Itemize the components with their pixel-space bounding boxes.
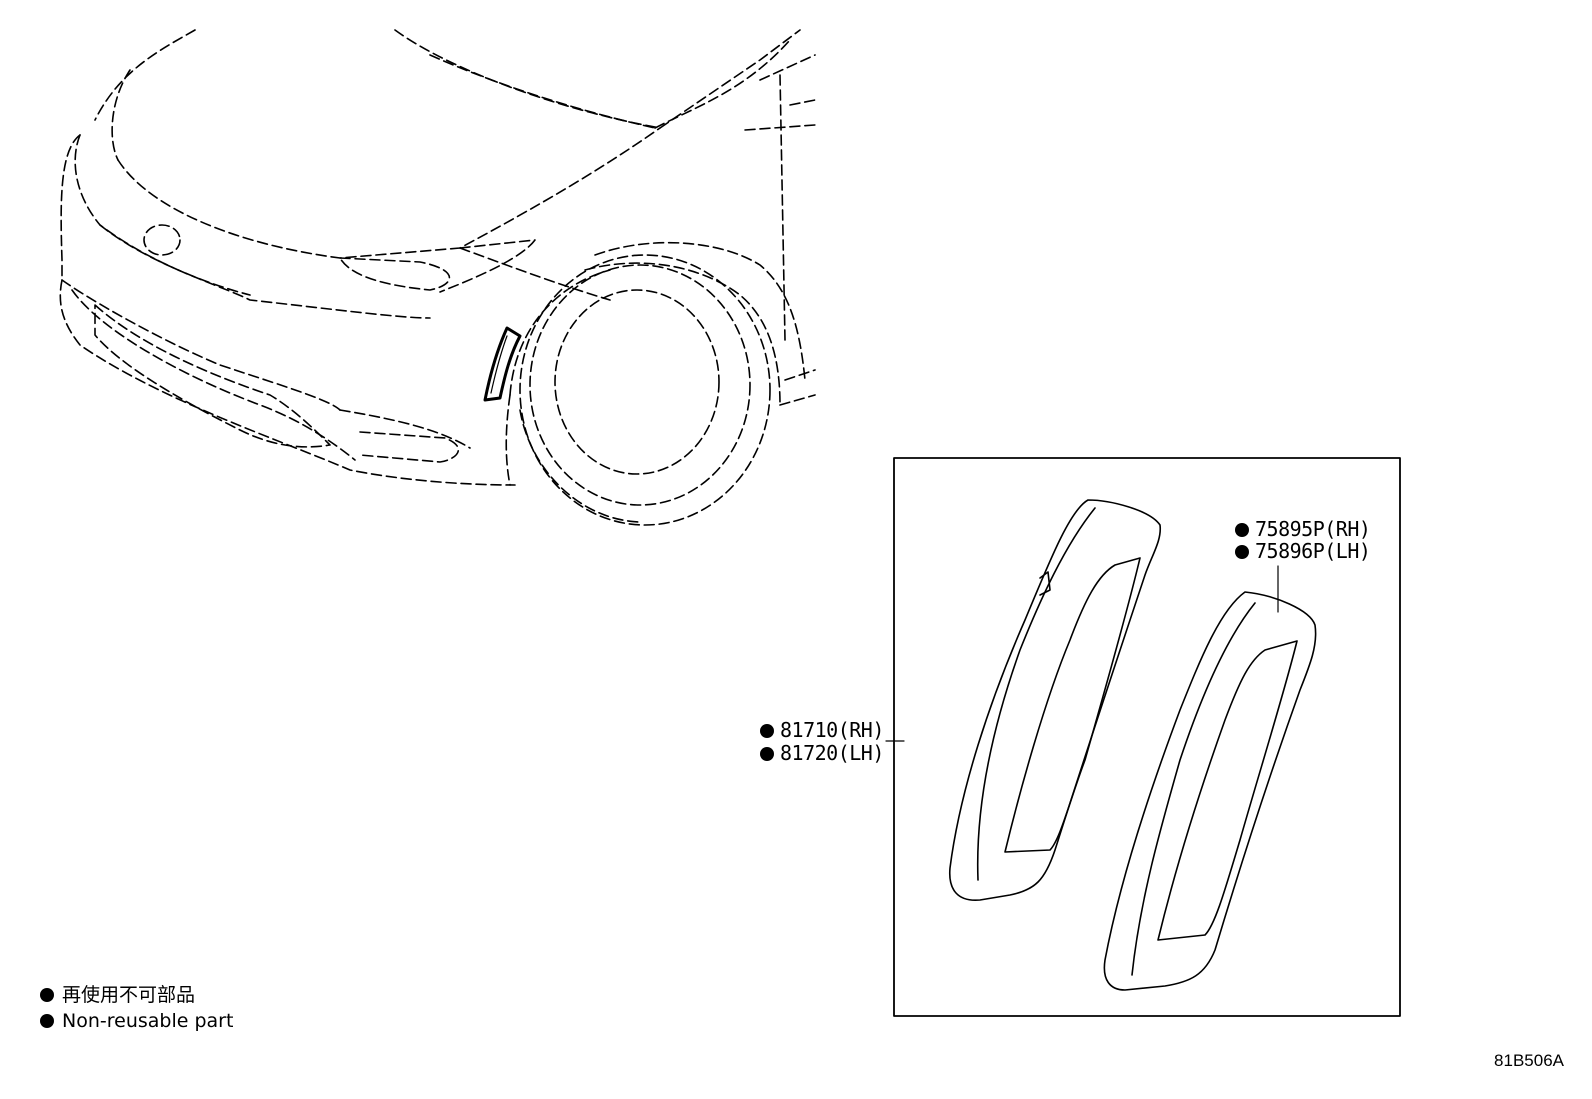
bullet-icon [40,988,54,1002]
part-number-75895p: 75895P(RH) [1255,517,1371,541]
part-number-75896p: 75896P(LH) [1255,539,1371,563]
side-marker-lamp-drawing [949,499,1162,901]
side-marker-on-vehicle [483,326,522,402]
part-label-marker-lh: 81720(LH) [760,742,884,764]
legend-item-jp: 再使用不可部品 [40,982,233,1008]
legend-text-jp: 再使用不可部品 [62,984,196,1006]
lamp-gasket-drawing [1103,591,1317,991]
legend: 再使用不可部品 Non-reusable part [40,982,233,1034]
part-number-81710: 81710(RH) [780,718,884,742]
non-reusable-bullet-icon [1235,545,1249,559]
non-reusable-bullet-icon [760,747,774,761]
part-label-gasket-lh: 75896P(LH) [1235,539,1371,563]
legend-text-en: Non-reusable part [62,1010,234,1032]
detail-frame [893,457,1401,1017]
bullet-icon [40,1014,54,1028]
non-reusable-bullet-icon [1235,523,1249,537]
legend-item-en: Non-reusable part [40,1008,233,1034]
part-number-81720: 81720(LH) [780,741,884,765]
part-label-marker-rh: 81710(RH) [760,719,884,741]
diagram-id: 81B506A [1494,1051,1564,1070]
part-label-gasket-rh: 75895P(RH) [1235,517,1371,541]
non-reusable-bullet-icon [760,724,774,738]
vehicle-front-phantom [59,29,816,526]
